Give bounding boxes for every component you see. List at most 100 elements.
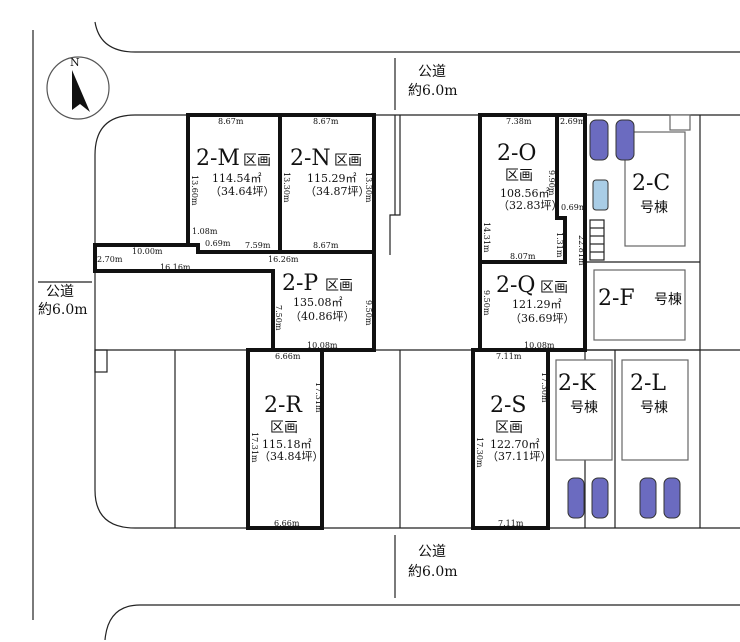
label-lots-p-suffix: 区画 [325,278,353,294]
label-lots-s-area: 122.70㎡ [490,438,540,451]
label-lots-p-dims-0: 2.70m [97,255,123,264]
label-lots-q-dims-2: 9.50m [482,290,491,316]
label-lots-n-tsubo: （34.87坪） [305,185,370,198]
left-road-label: 公道 [46,284,74,300]
label-lots-o-dims-2: 0.69m [561,203,587,212]
label-lots-q-suffix: 区画 [540,280,568,296]
top-road-width: 約6.0m [408,83,458,99]
label-buildings-k-name: 2-K [558,371,596,396]
label-lots-m-name: 2-M [196,146,240,171]
label-lots-s-dims-2: 17.30m [475,437,484,468]
car-icon [591,477,609,519]
label-lots-o-dims-5: 8.07m [510,252,536,261]
car-icon [589,119,609,161]
label-lots-o-tsubo: （32.83坪） [498,199,563,212]
north-arrow-icon [72,70,90,112]
label-lots-q-dims-3: 10.08m [524,341,555,350]
label-lots-p-dims-6: 10.08m [307,341,338,350]
label-lots-r-suffix: 区画 [270,420,298,436]
label-lots-n-dims-2: 13.30m [364,172,373,203]
label-lots-r-area: 115.18㎡ [262,438,312,451]
label-lots-m-dims-3: 0.69m [205,239,231,248]
label-buildings-c-suffix: 号棟 [640,200,668,216]
label-lots-m-dims-1: 13.60m [190,175,199,206]
label-lots-r-dims-1: 17.31m [314,382,323,413]
label-buildings-k-suffix: 号棟 [570,400,598,416]
lot-2-m[interactable]: 2-M 区画 114.54㎡ （34.64坪） 8.67m 13.60m 1.0… [186,113,282,254]
label-lots-p-area: 135.08㎡ [293,296,343,309]
label-lots-p-dims-4: 7.50m [274,305,283,331]
parking-cars [567,119,681,519]
building-2-l: 2-L 号棟 [621,359,689,461]
label-lots-q-tsubo: （36.69坪） [510,312,575,325]
label-lots-s-dims-3: 7.11m [498,519,524,528]
building-2-c: 2-C 号棟 [624,114,691,247]
building-2-f: 2-F 号棟 [593,269,686,341]
label-lots-m-dims-0: 8.67m [218,117,244,126]
label-lots-q-dims-1: 22.81m [577,235,586,266]
label-buildings-c-name: 2-C [632,171,670,196]
label-buildings-f-suffix: 号棟 [654,292,682,308]
label-lots-s-suffix: 区画 [495,420,523,436]
label-lots-p-dims-5: 9.50m [364,300,373,326]
car-icon [639,477,657,519]
label-lots-r-tsubo: （34.84坪） [259,450,324,463]
label-lots-p-tsubo: （40.86坪） [290,310,355,323]
label-buildings-f-name: 2-F [598,286,635,311]
label-lots-m-dims-4: 7.59m [245,241,271,250]
label-lots-n-dims-1: 13.30m [282,172,291,203]
label-lots-p-name: 2-P [282,271,318,296]
label-lots-s-tsubo: （37.11坪） [487,450,552,463]
label-lots-s-dims-1: 17.30m [540,372,549,403]
label-lots-m-dims-2: 1.08m [192,227,218,236]
label-lots-n-suffix: 区画 [334,153,362,169]
road-width-arrows [38,58,396,598]
bottom-road-label: 公道 [418,544,446,560]
label-lots-o-name: 2-O [497,141,536,166]
car-icon [615,119,635,161]
label-lots-r-dims-0: 6.66m [275,352,301,361]
lot-2-n[interactable]: 2-N 区画 115.29㎡ （34.87坪） 8.67m 13.30m 13.… [278,113,376,254]
label-lots-o-dims-4: 1.31m [555,232,564,258]
label-lots-s-name: 2-S [490,393,527,418]
lot-2-r[interactable]: 2-R 区画 115.18㎡ （34.84坪） 6.66m 17.31m 17.… [246,348,324,530]
bottom-road-width: 約6.0m [408,564,458,580]
lot-2-o[interactable]: 2-O 区画 108.56㎡ （32.83坪） 7.38m 9.90m 0.69… [478,113,587,264]
label-lots-o-dims-1: 9.90m [547,170,556,196]
compass: N [46,56,110,120]
lot-2-p[interactable]: 2-P 区画 135.08㎡ （40.86坪） 2.70m 10.00m 16.… [93,243,376,352]
label-lots-m-tsubo: （34.64坪） [210,185,275,198]
label-lots-n-dims-3: 8.67m [313,241,339,250]
label-lots-o-area: 108.56㎡ [500,187,550,200]
label-lots-r-name: 2-R [264,393,303,418]
label-buildings-l-suffix: 号棟 [640,400,668,416]
label-lots-p-dims-3: 16.26m [268,255,299,264]
left-road-width: 約6.0m [38,302,88,318]
stairs [589,219,605,261]
label-lots-m-suffix: 区画 [243,153,271,169]
car-icon [567,477,585,519]
car-icon [663,477,681,519]
label-lots-n-name: 2-N [290,146,331,171]
label-lots-q-name: 2-Q [496,273,535,298]
label-lots-m-area: 114.54㎡ [212,172,262,185]
label-lots-r-dims-2: 17.31m [250,432,259,463]
label-lots-n-area: 115.29㎡ [307,172,357,185]
label-lots-s-dims-0: 7.11m [496,352,522,361]
label-compass-label: N [70,56,80,69]
label-lots-o-dims-3: 14.31m [482,222,491,253]
label-buildings-l-name: 2-L [630,371,666,396]
label-lots-q-dims-0: 2.69m [560,117,586,126]
label-lots-q-area: 121.29㎡ [512,298,562,311]
label-lots-n-dims-0: 8.67m [313,117,339,126]
lot-2-s[interactable]: 2-S 区画 122.70㎡ （37.11坪） 7.11m 17.30m 17.… [471,348,552,530]
label-lots-r-dims-3: 6.66m [274,519,300,528]
label-lots-p-dims-1: 10.00m [132,247,163,256]
van-icon [592,179,609,211]
top-road-label: 公道 [418,64,446,80]
label-lots-p-dims-2: 16.16m [160,263,191,272]
label-lots-o-suffix: 区画 [505,168,533,184]
building-2-k: 2-K 号棟 [555,359,613,461]
label-lots-o-dims-0: 7.38m [506,117,532,126]
